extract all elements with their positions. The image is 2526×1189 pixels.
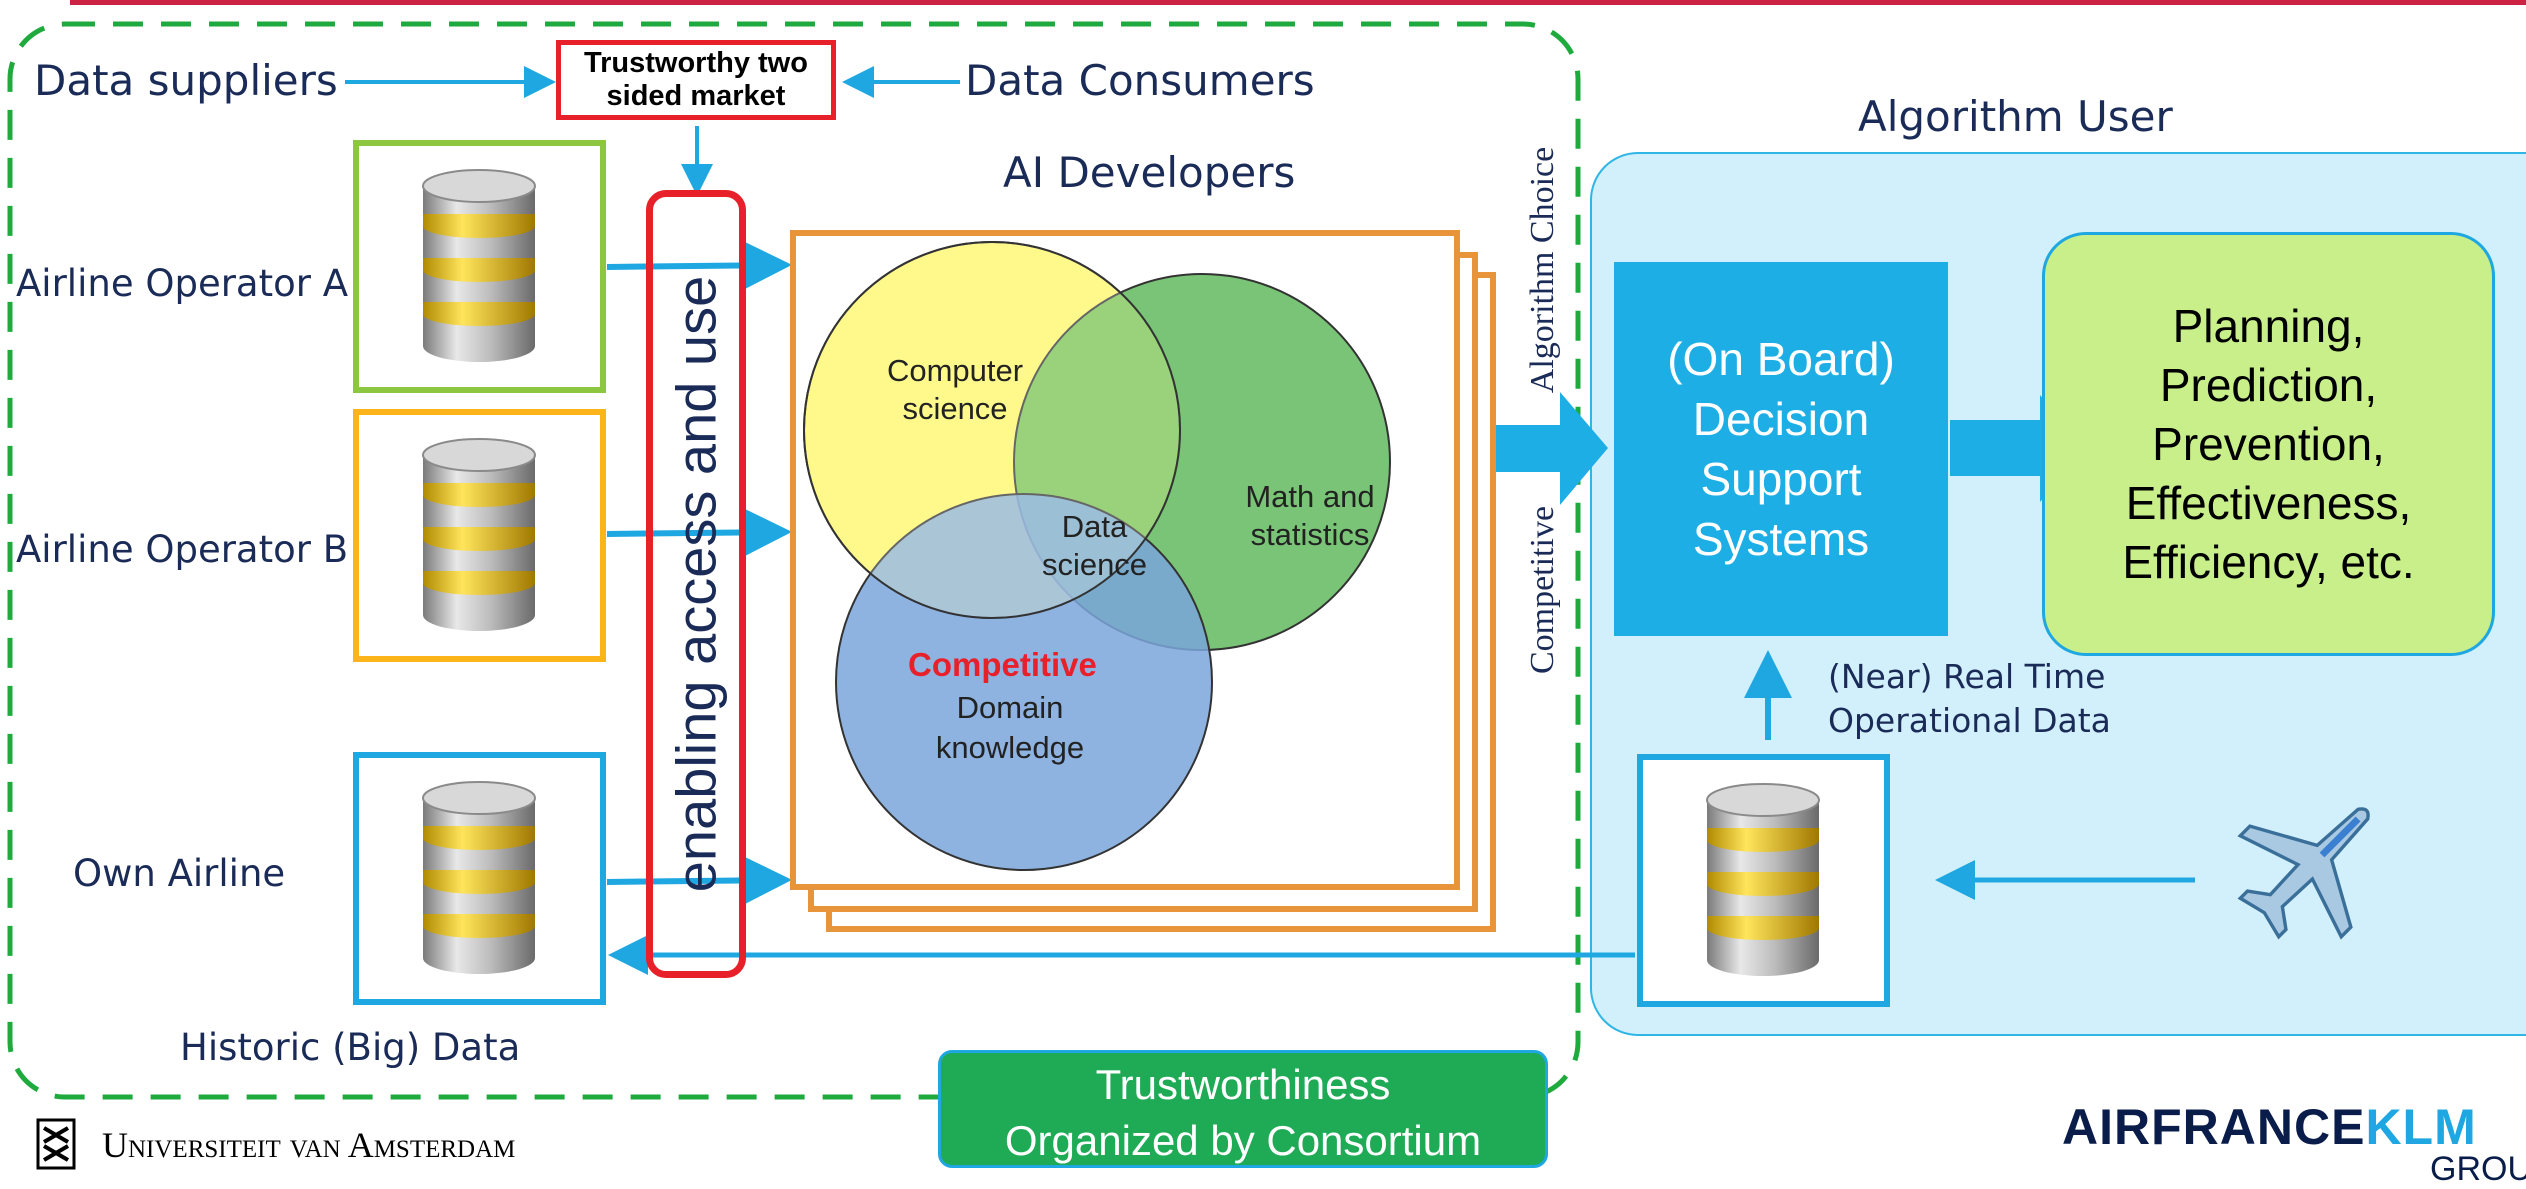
trustworthiness-line2: Organized by Consortium: [1004, 1117, 1482, 1164]
own-airline-box: [353, 752, 606, 1005]
airplane-icon: [2237, 807, 2370, 940]
data-suppliers-label: Data suppliers: [34, 56, 338, 105]
trustworthiness-box: Trustworthiness Organized by Consortium: [938, 1050, 1548, 1168]
own-airline-label: Own Airline: [73, 852, 286, 895]
database-icon: [419, 166, 539, 366]
group-text: GROUP: [2430, 1150, 2526, 1188]
airfrance-text: AIRFRANCE: [2062, 1099, 2366, 1155]
klm-text: KLM: [2365, 1099, 2477, 1155]
trustworthiness-line1: Trustworthiness: [1095, 1061, 1391, 1108]
venn-label-math-statistics: Math and statistics: [1245, 479, 1375, 552]
enabling-box: [646, 190, 746, 978]
airline-b-box: [353, 409, 606, 662]
venn-label-domain-knowledge: Domain knowledge: [935, 690, 1085, 765]
market-label: Trustworthy two sided market: [584, 47, 808, 112]
outcomes-box: Planning, Prediction, Prevention, Effect…: [2042, 232, 2495, 656]
historic-data-label: Historic (Big) Data: [180, 1026, 521, 1069]
consortium-region: [7, 21, 1581, 1100]
competitive-side-label: Competitive: [1524, 505, 1561, 675]
database-icon: [419, 435, 539, 635]
ai-developers-label: AI Developers: [1003, 148, 1296, 197]
data-consumers-label: Data Consumers: [965, 56, 1315, 105]
venn-label-competitive: Competitive: [908, 646, 1097, 683]
uva-label: Universiteit van Amsterdam: [102, 1125, 516, 1165]
venn-label-computer-science: Computer science: [886, 353, 1024, 426]
top-rule: [70, 0, 2526, 5]
uva-logo-icon: [36, 1118, 76, 1170]
arrow-airline-b: [606, 508, 792, 557]
airfrance-klm-logo: AIRFRANCEKLM: [2062, 1098, 2477, 1156]
airline-b-label: Airline Operator B: [16, 528, 349, 571]
airline-a-box: [353, 140, 606, 393]
arrow-own-airline: [606, 856, 792, 905]
dss-box: (On Board) Decision Support Systems: [1614, 262, 1948, 636]
algorithm-user-label: Algorithm User: [1858, 92, 2173, 141]
venn-diagram: [803, 241, 1391, 871]
operational-db-box: [1637, 754, 1890, 1007]
big-arrow-to-dss: [1470, 392, 1608, 505]
market-box: Trustworthy two sided market: [556, 40, 836, 120]
venn-label-data-science: Data science: [1041, 509, 1148, 582]
algorithm-choice-label: Algorithm Choice: [1524, 146, 1561, 394]
airline-a-label: Airline Operator A: [16, 262, 349, 305]
outcomes-label: Planning, Prediction, Prevention, Effect…: [2122, 299, 2415, 588]
database-icon: [1703, 780, 1823, 980]
arrow-airline-a: [606, 241, 792, 290]
database-icon: [419, 778, 539, 978]
enabling-label: enabling access and use: [664, 275, 728, 893]
dss-label: (On Board) Decision Support Systems: [1667, 333, 1895, 565]
realtime-label: (Near) Real Time Operational Data: [1828, 657, 2111, 740]
